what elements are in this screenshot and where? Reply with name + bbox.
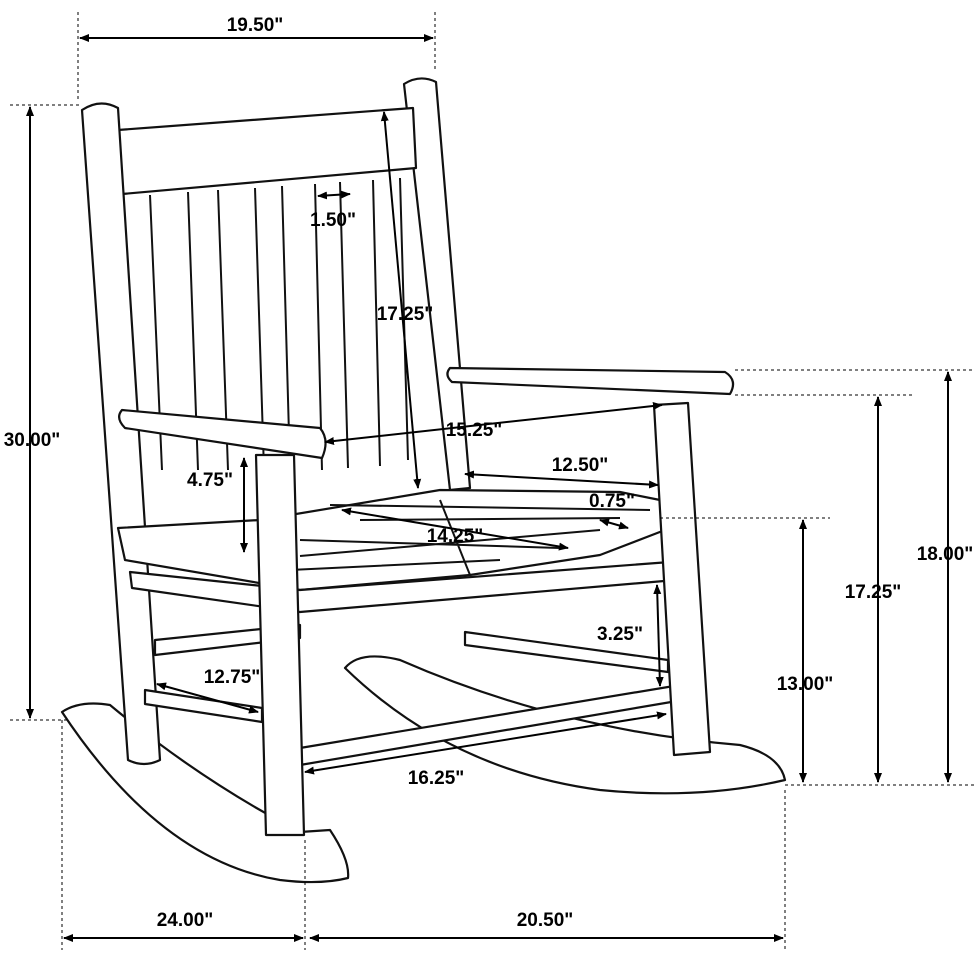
label-back-height: 17.25" xyxy=(377,304,434,325)
label-slat-thickness: 0.75" xyxy=(589,491,635,512)
label-seat-height: 13.00" xyxy=(777,674,834,695)
side-stretcher-left xyxy=(143,688,264,724)
chair-drawing xyxy=(60,77,787,884)
label-overall-width: 19.50" xyxy=(227,15,284,36)
label-rocker-depth-rear: 24.00" xyxy=(157,910,214,931)
label-side-stretcher: 12.75" xyxy=(204,667,261,688)
label-arm-height: 17.25" xyxy=(845,582,902,603)
label-front-stretcher: 16.25" xyxy=(408,768,465,789)
front-left-leg xyxy=(254,453,306,837)
extension-lines xyxy=(10,12,975,950)
label-rocker-depth-front: 20.50" xyxy=(517,910,574,931)
label-seat-width: 14.25" xyxy=(427,526,484,547)
front-right-leg xyxy=(652,401,712,757)
label-arm-height-above-seat: 4.75" xyxy=(187,470,233,491)
label-slat-width: 1.50" xyxy=(310,210,356,231)
label-seat-width-between-arms: 15.25" xyxy=(446,420,503,441)
dimension-labels: 19.50" 30.00" 1.50" 17.25" 15.25" 4.75" … xyxy=(4,15,974,931)
label-arm-top-height: 18.00" xyxy=(917,544,974,565)
label-stretcher-gap: 3.25" xyxy=(597,624,643,645)
side-stretcher-rear xyxy=(463,630,670,674)
back-left-post xyxy=(80,102,162,766)
top-rail xyxy=(116,106,418,196)
left-rocker xyxy=(60,702,350,884)
right-arm xyxy=(446,366,735,396)
dimension-arrows xyxy=(26,34,952,942)
label-seat-depth-side: 12.50" xyxy=(552,455,609,476)
label-overall-height: 30.00" xyxy=(4,430,61,451)
left-arm xyxy=(118,408,327,460)
